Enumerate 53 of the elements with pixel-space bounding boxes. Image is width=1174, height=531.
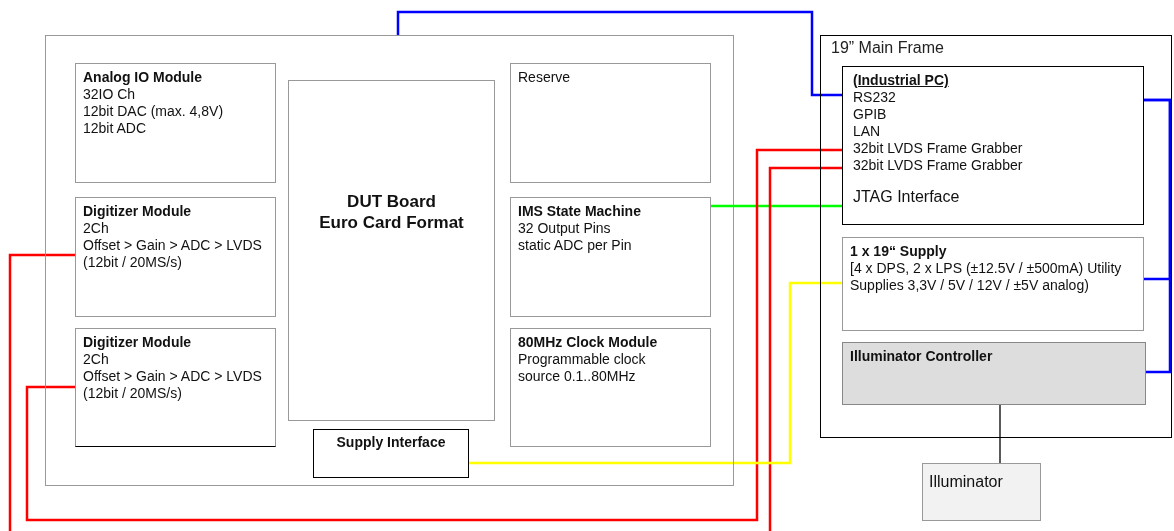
body-text: Reserve: [518, 69, 572, 86]
module-box: [842, 237, 1144, 331]
connector-line: [999, 404, 1001, 464]
body-text: Euro Card Format: [318, 212, 465, 233]
body-text: Offset > Gain > ADC > LVDS (12bit / 20MS/s): [83, 237, 263, 271]
board-box: [288, 80, 495, 421]
body-text: 12bit DAC (max. 4,8V): [83, 103, 225, 120]
body-text: [4 x DPS, 2 x LPS (±12.5V / ±500mA) Utility Supplies 3,3V / 5V / 12V / ±5V analog): [850, 260, 1123, 294]
heading-text: Analog IO Module: [83, 69, 203, 86]
body-text: RS232: [853, 89, 897, 106]
body-text: static ADC per Pin: [518, 237, 633, 254]
heading-text: Supply Interface: [335, 434, 447, 451]
body-text: Programmable clock source 0.1..80MHz: [518, 351, 647, 385]
heading-text: 80MHz Clock Module: [518, 334, 659, 351]
connector-line: [469, 281, 842, 465]
module-box: [75, 328, 276, 447]
device-box: [922, 463, 1041, 521]
frame-box: [820, 35, 1172, 438]
body-text: 32bit LVDS Frame Grabber: [853, 140, 1024, 157]
body-text: LAN: [853, 123, 882, 140]
frame-box: [45, 35, 734, 486]
module-box: [510, 63, 711, 183]
body-text: 32IO Ch: [83, 86, 137, 103]
heading-text: Digitizer Module: [83, 334, 193, 351]
body-text: 2Ch: [83, 220, 110, 237]
cable-line: [768, 166, 842, 531]
body-text: Illuminator: [929, 472, 1004, 492]
heading-text: (Industrial PC): [853, 72, 950, 89]
body-text: 2Ch: [83, 351, 110, 368]
heading-text: 19” Main Frame: [831, 39, 945, 56]
module-box: [510, 328, 711, 447]
connector-line: [711, 204, 842, 208]
body-text: Offset > Gain > ADC > LVDS (12bit / 20MS/s): [83, 368, 263, 402]
body-text: 12bit ADC: [83, 120, 148, 137]
body-text: GPIB: [853, 106, 888, 123]
connector-line: [25, 148, 842, 522]
body-text: JTAG Interface: [853, 188, 961, 205]
module-box: [313, 429, 469, 478]
heading-text: IMS State Machine: [518, 203, 642, 220]
module-box: [75, 63, 276, 183]
module-box: [75, 197, 276, 317]
cable-line: [8, 253, 75, 531]
heading-text: Illuminator Controller: [850, 348, 994, 365]
heading-text: Digitizer Module: [83, 203, 193, 220]
body-text: 32 Output Pins: [518, 220, 612, 237]
connector-line: [396, 10, 842, 97]
module-box: [842, 342, 1146, 405]
connector-line: [1144, 98, 1172, 374]
heading-text: DUT Board: [346, 191, 437, 212]
body-text: 32bit LVDS Frame Grabber: [853, 157, 1024, 174]
pc-box: [842, 66, 1144, 225]
module-box: [510, 197, 711, 317]
heading-text: 1 x 19“ Supply: [850, 243, 948, 260]
